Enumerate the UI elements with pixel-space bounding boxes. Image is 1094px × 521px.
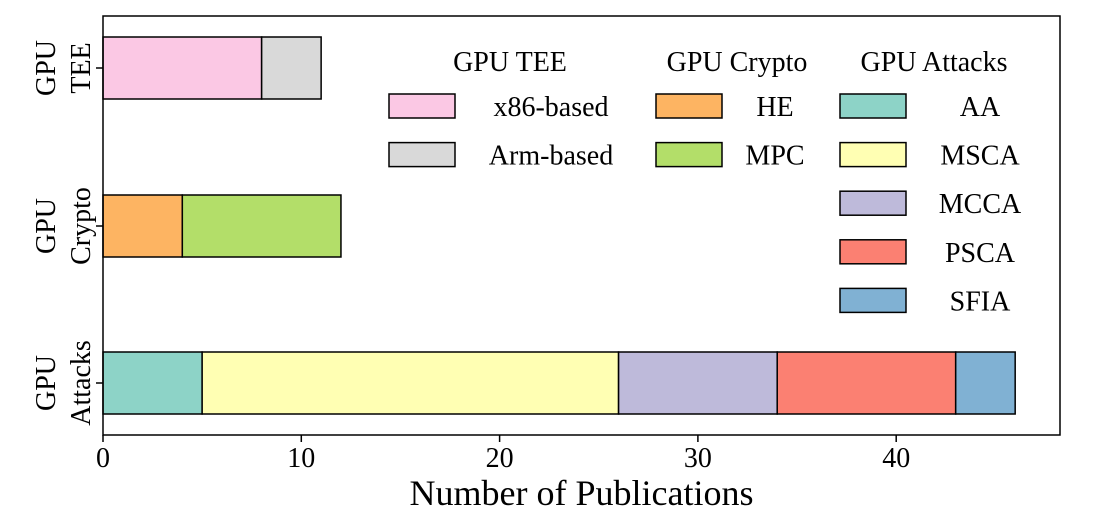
legend-swatch-aa (839, 93, 907, 119)
legend-label-x86-based: x86-based (493, 92, 608, 123)
legend-label-aa: AA (960, 92, 1001, 123)
category-label-line: GPU (31, 198, 62, 254)
legend-label-he: HE (756, 92, 793, 123)
category-label-line: GPU (31, 40, 62, 96)
legend-label-mcca: MCCA (939, 189, 1022, 220)
x-tick-label: 20 (486, 443, 514, 474)
legend-swatch-x86-based (388, 93, 456, 119)
x-tick-label: 0 (96, 443, 110, 474)
legend-label-psca: PSCA (945, 238, 1016, 269)
bar-segment-attacks-psca (776, 351, 957, 415)
x-axis-ticks: 0 10 20 30 40 (96, 67, 910, 474)
legend-swatch-arm-based (388, 141, 456, 168)
legend-swatch-he (655, 93, 723, 119)
legend-title-tee: GPU TEE (453, 47, 567, 78)
x-tick-label: 30 (684, 443, 712, 474)
bar-segment-attacks-aa (102, 351, 203, 415)
bar-segment-attacks-mcca (617, 351, 778, 415)
legend-label-msca: MSCA (940, 141, 1020, 172)
legend-label-mpc: MPC (745, 141, 804, 172)
category-label-line: Crypto (66, 187, 97, 265)
x-tick-label: 40 (882, 443, 910, 474)
legend-swatch-mpc (655, 141, 723, 168)
category-label-line: GPU (31, 355, 62, 411)
bar-segment-attacks-msca (201, 351, 620, 415)
bar-segment-tee-x86-based (102, 36, 263, 100)
bar-segment-crypto-mpc (181, 194, 342, 258)
legend-swatch-sfia (839, 287, 907, 314)
bar-segment-crypto-he (102, 194, 184, 258)
x-axis-title: Number of Publications (410, 473, 754, 513)
x-tick-label: 10 (287, 443, 315, 474)
category-label-line: Attacks (66, 340, 97, 426)
bars-layer (102, 36, 1016, 415)
legend-label-sfia: SFIA (950, 286, 1011, 317)
legend-title-attacks: GPU Attacks (861, 47, 1008, 78)
legend-swatch-msca (839, 141, 907, 168)
category-label-line: TEE (66, 42, 97, 93)
bar-segment-tee-arm-based (260, 36, 322, 100)
bar-segment-attacks-sfia (954, 351, 1016, 415)
legend-label-arm-based: Arm-based (489, 141, 613, 172)
legend-swatch-psca (839, 239, 907, 265)
legend-swatch-mcca (839, 190, 907, 216)
legend-title-crypto: GPU Crypto (667, 47, 808, 78)
